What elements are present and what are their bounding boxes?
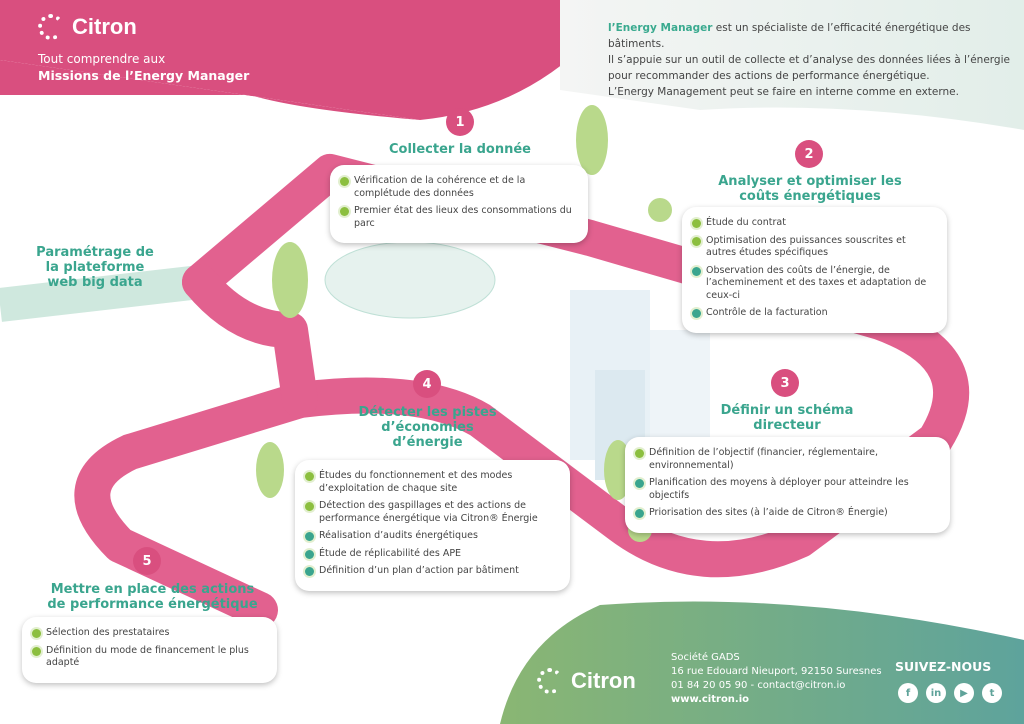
lightbulb-icon	[305, 502, 314, 511]
list-item: Vérification de la cohérence et de la co…	[340, 175, 578, 200]
list-item: Études du fonctionnement et des modes d’…	[305, 470, 560, 495]
page-title: Missions de l’Energy Manager	[38, 68, 250, 83]
lightbulb-icon	[340, 177, 349, 186]
item-text: Définition d’un plan d’action par bâtime…	[319, 565, 519, 576]
footer-contact: Société GADS 16 rue Edouard Nieuport, 92…	[671, 651, 882, 707]
list-item: Premier état des lieux des consommations…	[340, 205, 578, 230]
step-4-card: Études du fonctionnement et des modes d’…	[295, 460, 570, 591]
item-text: Définition du mode de financement le plu…	[46, 644, 249, 669]
lightbulb-icon	[305, 567, 314, 576]
list-item: Priorisation des sites (à l’aide de Citr…	[635, 507, 940, 520]
website-link[interactable]: www.citron.io	[671, 694, 750, 705]
item-text: Sélection des prestataires	[46, 627, 170, 638]
item-text: Vérification de la cohérence et de la co…	[354, 175, 526, 199]
list-item: Définition d’un plan d’action par bâtime…	[305, 565, 560, 578]
step-2-number: 2	[795, 140, 823, 168]
follow-label: SUIVEZ-NOUS	[895, 659, 992, 674]
list-item: Étude de réplicabilité des APE	[305, 548, 560, 561]
item-text: Études du fonctionnement et des modes d’…	[319, 470, 513, 494]
item-text: Premier état des lieux des consommations…	[354, 205, 572, 229]
lightbulb-icon	[305, 472, 314, 481]
citron-logo-icon	[38, 14, 64, 40]
brand-logo: Citron	[38, 14, 137, 40]
company-address: 16 rue Edouard Nieuport, 92150 Suresnes	[671, 666, 882, 677]
intro-line3: L’Energy Management peut se faire en int…	[608, 86, 959, 98]
step-4-number: 4	[413, 370, 441, 398]
item-text: Optimisation des puissances souscrites e…	[706, 234, 906, 259]
intro-text: l’Energy Manager est un spécialiste de l…	[608, 20, 1018, 100]
item-text: Définition de l’objectif (financier, rég…	[649, 447, 878, 471]
email-link[interactable]: contact@citron.io	[757, 680, 846, 691]
footer-brand: Citron	[571, 668, 636, 693]
social-links: f in ▶ t	[898, 683, 1002, 703]
list-item: Définition du mode de financement le plu…	[32, 645, 267, 670]
intro-line1: est un spécialiste de l’efficacité énerg…	[608, 22, 971, 50]
item-text: Contrôle de la facturation	[706, 307, 828, 318]
brand-name: Citron	[72, 14, 137, 39]
item-text: Réalisation d’audits énergétiques	[319, 530, 478, 541]
list-item: Détection des gaspillages et des actions…	[305, 500, 560, 525]
step-1-card: Vérification de la cohérence et de la co…	[330, 165, 588, 243]
step-5-title: Mettre en place des actions de performan…	[47, 582, 258, 612]
step-1-title: Collecter la donnée	[388, 142, 531, 157]
company-name: Société GADS	[671, 652, 740, 663]
item-text: Étude de réplicabilité des APE	[319, 547, 462, 559]
start-label: Paramétrage de la plateforme web big dat…	[36, 245, 154, 290]
item-text: Observation des coûts de l’énergie, de l…	[706, 264, 927, 301]
lightbulb-icon	[692, 236, 701, 246]
intro-line2: Il s’appuie sur un outil de collecte et …	[608, 54, 1010, 82]
item-text: Étude du contrat	[706, 217, 786, 228]
lightbulb-icon	[340, 207, 349, 216]
item-text: Détection des gaspillages et des actions…	[319, 500, 538, 524]
lightbulb-icon	[635, 509, 644, 518]
step-4-title: Détecter les pistes d’économies d’énergi…	[358, 405, 497, 450]
step-2-card: Étude du contrat Optimisation des puissa…	[682, 207, 947, 333]
lightbulb-icon	[635, 449, 644, 458]
lightbulb-icon	[305, 532, 314, 541]
twitter-icon[interactable]: t	[982, 683, 1002, 703]
lightbulb-icon	[692, 266, 701, 276]
lightbulb-icon	[32, 629, 41, 638]
footer-logo: Citron	[537, 668, 636, 694]
step-1-number: 1	[446, 108, 474, 136]
lightbulb-icon	[692, 219, 701, 228]
list-item: Sélection des prestataires	[32, 627, 267, 640]
step-3-number: 3	[771, 369, 799, 397]
linkedin-icon[interactable]: in	[926, 683, 946, 703]
list-item: Contrôle de la facturation	[692, 307, 937, 320]
list-item: Planification des moyens à déployer pour…	[635, 477, 940, 502]
list-item: Réalisation d’audits énergétiques	[305, 530, 560, 543]
facebook-icon[interactable]: f	[898, 683, 918, 703]
intro-highlight: l’Energy Manager	[608, 22, 713, 34]
phone: 01 84 20 05 90 -	[671, 680, 758, 691]
citron-logo-icon	[537, 668, 563, 694]
step-3-title: Définir un schéma directeur	[720, 403, 854, 433]
youtube-icon[interactable]: ▶	[954, 683, 974, 703]
lightbulb-icon	[305, 549, 314, 559]
step-2-title: Analyser et optimiser les coûts énergéti…	[718, 174, 902, 204]
list-item: Optimisation des puissances souscrites e…	[692, 235, 937, 260]
step-5-card: Sélection des prestataires Définition du…	[22, 617, 277, 683]
step-3-card: Définition de l’objectif (financier, rég…	[625, 437, 950, 533]
lightbulb-icon	[635, 479, 644, 488]
item-text: Planification des moyens à déployer pour…	[649, 477, 909, 501]
lightbulb-icon	[32, 646, 41, 656]
list-item: Étude du contrat	[692, 217, 937, 230]
item-text: Priorisation des sites (à l’aide de Citr…	[649, 507, 888, 518]
list-item: Observation des coûts de l’énergie, de l…	[692, 265, 937, 303]
step-5-number: 5	[133, 547, 161, 575]
list-item: Définition de l’objectif (financier, rég…	[635, 447, 940, 472]
lightbulb-icon	[692, 309, 701, 318]
header-subtitle: Tout comprendre aux	[38, 52, 166, 66]
